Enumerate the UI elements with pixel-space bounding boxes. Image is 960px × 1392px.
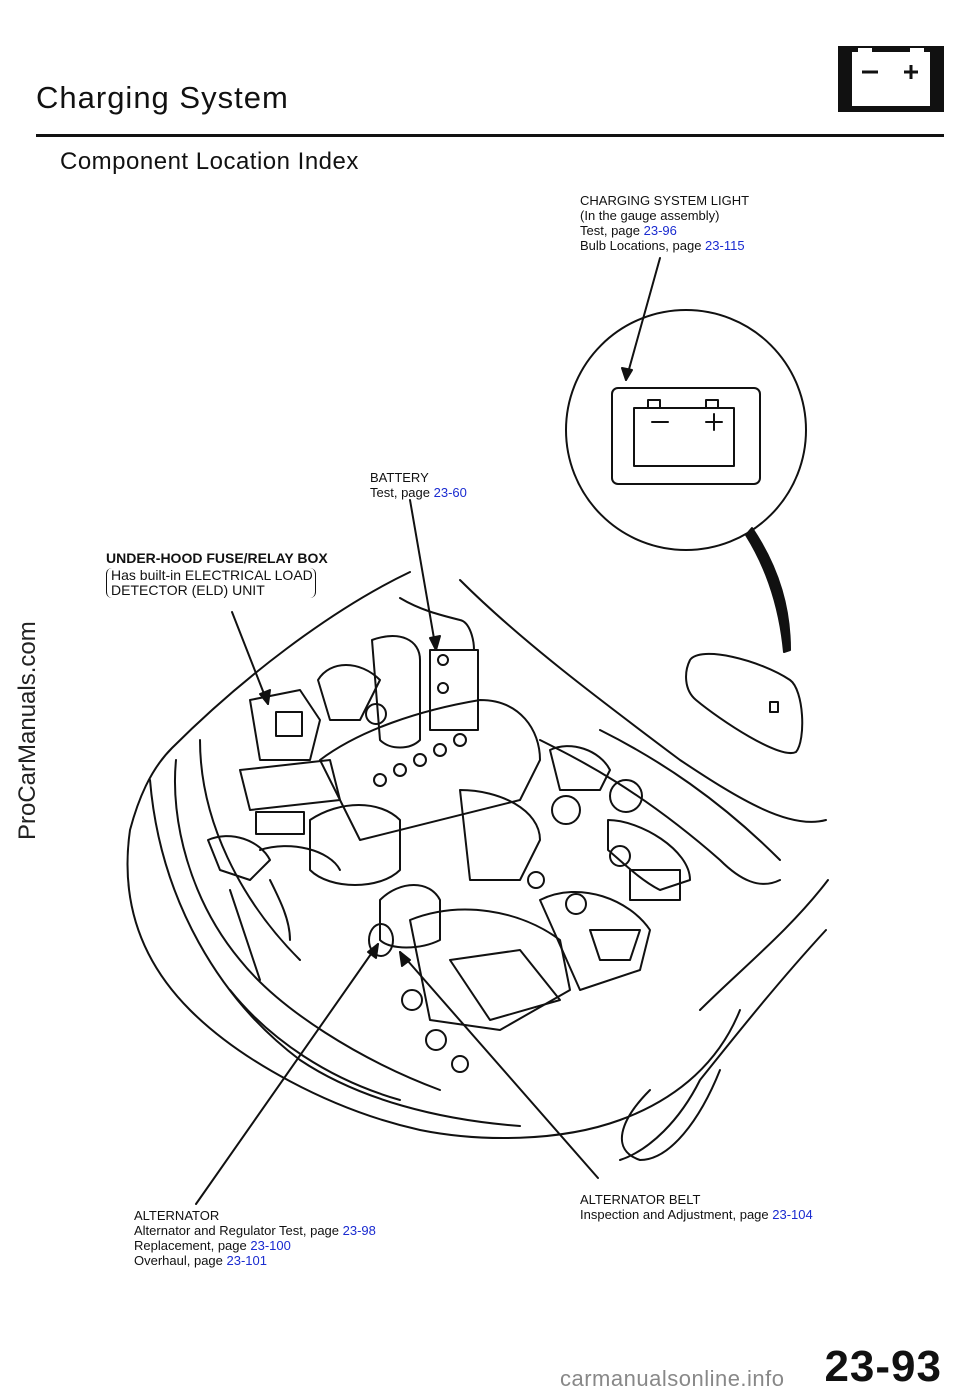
alternator-test: Alternator and Regulator Test, page 23-9… (134, 1223, 376, 1238)
charging-light-test-text: Test, page (580, 223, 644, 238)
alternator-name: ALTERNATOR (134, 1208, 220, 1223)
alternator-overhaul-link[interactable]: 23-101 (226, 1253, 267, 1268)
charging-light-test: Test, page 23-96 (580, 223, 749, 238)
alternator-replacement-text: Replacement, page (134, 1238, 251, 1253)
battery-callout: BATTERY Test, page 23-60 (370, 470, 467, 500)
footer-watermark: carmanualsonline.info (560, 1366, 785, 1391)
alternator-replacement: Replacement, page 23-100 (134, 1238, 376, 1253)
page-number: 23-93 (824, 1342, 942, 1391)
battery-symbol-icon (838, 46, 944, 112)
charging-light-bulb: Bulb Locations, page 23-115 (580, 238, 749, 253)
alternator-belt-callout: ALTERNATOR BELT Inspection and Adjustmen… (580, 1192, 813, 1222)
fuse-box-note-line2: DETECTOR (ELD) UNIT (111, 582, 265, 598)
alternator-overhaul: Overhaul, page 23-101 (134, 1253, 376, 1268)
alternator-callout: ALTERNATOR Alternator and Regulator Test… (134, 1208, 376, 1268)
alternator-belt-inspection: Inspection and Adjustment, page 23-104 (580, 1207, 813, 1222)
charging-light-name: CHARGING SYSTEM LIGHT (580, 193, 750, 208)
fuse-box-name: UNDER-HOOD FUSE/RELAY BOX (106, 550, 328, 566)
gauge-inset-circle (565, 309, 807, 551)
alternator-belt-inspection-text: Inspection and Adjustment, page (580, 1207, 773, 1222)
alternator-belt-name: ALTERNATOR BELT (580, 1192, 701, 1207)
fuse-box-note: Has built-in ELECTRICAL LOAD DETECTOR (E… (106, 568, 316, 598)
alternator-test-link[interactable]: 23-98 (342, 1223, 376, 1238)
charging-light-callout: CHARGING SYSTEM LIGHT (In the gauge asse… (580, 193, 749, 253)
alternator-test-text: Alternator and Regulator Test, page (134, 1223, 343, 1238)
fuse-box-note-line1: Has built-in ELECTRICAL LOAD (111, 567, 313, 583)
fuse-box-callout: UNDER-HOOD FUSE/RELAY BOX Has built-in E… (106, 550, 328, 598)
page-title: Charging System (36, 80, 289, 115)
alternator-overhaul-text: Overhaul, page (134, 1253, 227, 1268)
battery-test-text: Test, page (370, 485, 434, 500)
title-rule (36, 134, 944, 137)
battery-test-link[interactable]: 23-60 (433, 485, 467, 500)
charging-light-test-link[interactable]: 23-96 (643, 223, 677, 238)
charging-light-bulb-link[interactable]: 23-115 (705, 238, 745, 253)
alternator-belt-inspection-link[interactable]: 23-104 (772, 1207, 813, 1222)
battery-name: BATTERY (370, 470, 429, 485)
section-subtitle: Component Location Index (60, 148, 359, 175)
charging-light-bulb-text: Bulb Locations, page (580, 238, 706, 253)
battery-test: Test, page 23-60 (370, 485, 467, 500)
alternator-replacement-link[interactable]: 23-100 (250, 1238, 291, 1253)
charging-light-location: (In the gauge assembly) (580, 208, 720, 223)
